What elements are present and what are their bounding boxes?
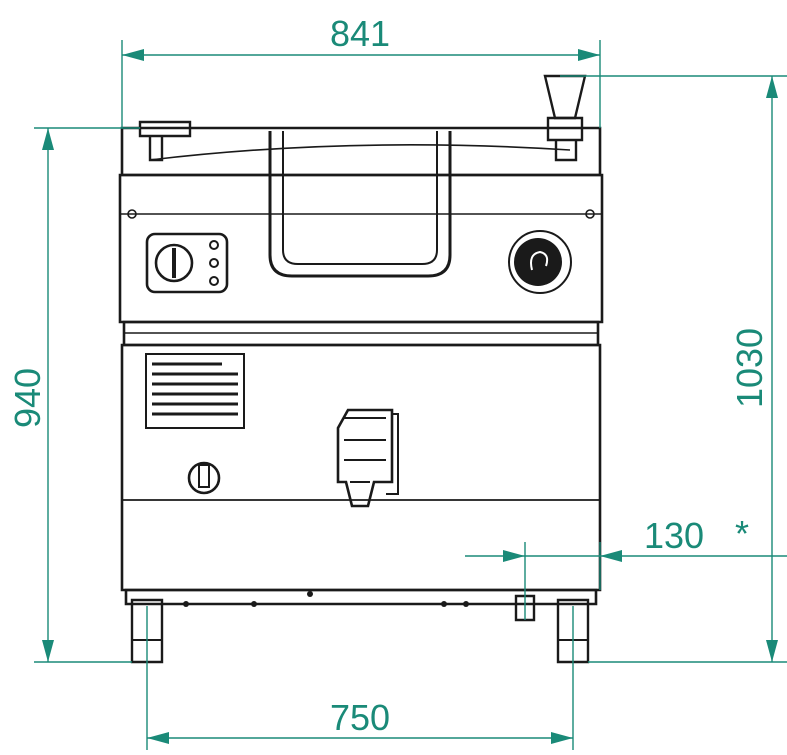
rating-plate [145, 353, 245, 429]
indicator-lamp-3 [209, 276, 219, 286]
water-valve-stem [198, 464, 210, 488]
pouring-spout [336, 408, 394, 508]
dim-total-width-label: 841 [330, 13, 390, 54]
dim-leg-spacing [146, 606, 574, 750]
water-valve-icon [187, 461, 221, 495]
indicator-lamp-1 [209, 240, 219, 250]
lid-hinge [138, 120, 192, 162]
lid-rim [149, 144, 571, 161]
water-tap-body [546, 116, 584, 162]
tilt-knob-symbol [530, 250, 549, 271]
pouring-spout-detail [344, 417, 386, 483]
rating-plate-lines [152, 362, 238, 416]
lid-handle [268, 131, 452, 278]
lid-handle-inner [282, 131, 438, 265]
panel-screw-left [127, 209, 137, 219]
dim-total-height [560, 75, 787, 663]
base-plinth [124, 588, 598, 606]
dim-outlet-offset [465, 542, 787, 620]
dim-outlet-offset-label: 130 [644, 515, 704, 556]
tilt-knob-icon [514, 238, 562, 286]
tilt-knob-bezel [508, 230, 572, 294]
switch-block [145, 232, 229, 294]
lid [120, 126, 602, 177]
panel-screw-right [585, 209, 595, 219]
spout-side [386, 413, 399, 495]
control-panel [118, 173, 604, 324]
base-bolts [183, 591, 469, 607]
water-tap [543, 74, 587, 120]
dim-body-height [34, 127, 140, 663]
dim-total-width [121, 40, 601, 128]
dimension-lines [34, 40, 787, 750]
indicator-lamp-2 [209, 258, 219, 268]
dim-body-height-label: 940 [7, 368, 48, 428]
dim-outlet-note-label: * [735, 513, 749, 554]
dim-total-height-label: 1030 [729, 328, 770, 408]
drain-outlet [514, 594, 536, 622]
rotary-switch-icon [154, 243, 194, 283]
dim-leg-spacing-label: 750 [330, 697, 390, 738]
appliance-outline [118, 74, 604, 664]
leg-left [130, 598, 164, 664]
